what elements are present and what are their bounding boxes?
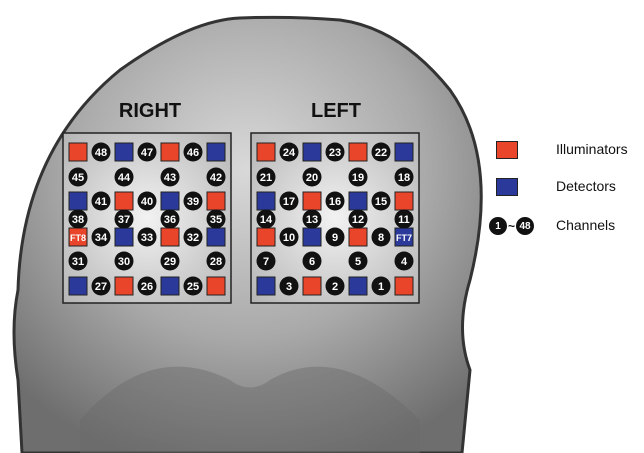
channel-number: 32 [187, 232, 199, 244]
detector-square [303, 228, 321, 246]
detector-square [349, 192, 367, 210]
illuminator-square [349, 143, 367, 161]
legend-illuminators-label: Illuminators [556, 141, 628, 157]
channel-number: 31 [72, 256, 84, 268]
illuminator-square [69, 143, 87, 161]
channel-number: 2 [332, 281, 338, 293]
channel-number: 4 [401, 256, 408, 268]
illuminator-square [395, 277, 413, 295]
channel-range-tilde: ~ [508, 219, 515, 233]
detector-swatch [496, 178, 518, 196]
channel-number: 6 [309, 256, 315, 268]
channel-first-icon: 1 [489, 217, 507, 235]
illuminator-square [161, 143, 179, 161]
channel-number: 36 [164, 214, 176, 226]
channel-number: 37 [118, 214, 130, 226]
detector-square [115, 143, 133, 161]
detector-square [115, 228, 133, 246]
channel-number: 24 [283, 147, 296, 159]
electrode-landmark-label: FT7 [396, 233, 412, 243]
channel-number: 25 [187, 281, 199, 293]
detector-square [207, 143, 225, 161]
channel-number: 15 [375, 196, 387, 208]
channel-number: 34 [95, 232, 108, 244]
channel-number: 47 [141, 147, 153, 159]
channel-number: 19 [352, 172, 364, 184]
illuminator-square [115, 277, 133, 295]
channel-number: 9 [332, 232, 338, 244]
channel-number: 10 [283, 232, 295, 244]
channel-number: 21 [260, 172, 272, 184]
channel-number: 23 [329, 147, 341, 159]
channel-number: 12 [352, 214, 364, 226]
legend-channels-label: Channels [556, 217, 615, 233]
channel-number: 45 [72, 172, 84, 184]
detector-square [207, 228, 225, 246]
channel-number: 18 [398, 172, 410, 184]
probe-panel-right: FT8 48 47 46 45 44 43 42 41 40 39 38 37 36 35 34 33 32 31 3… [63, 133, 231, 303]
channel-number: 14 [260, 214, 273, 226]
channel-number: 41 [95, 196, 107, 208]
legend-detectors [496, 175, 518, 199]
illuminator-square [257, 228, 275, 246]
channel-number: 5 [355, 256, 361, 268]
detector-square [303, 143, 321, 161]
channel-number: 16 [329, 196, 341, 208]
detector-square [69, 192, 87, 210]
channel-number: 43 [164, 172, 176, 184]
illuminator-square [303, 277, 321, 295]
label-right: RIGHT [119, 100, 181, 122]
detector-square [257, 277, 275, 295]
detector-square [161, 192, 179, 210]
channel-number: 26 [141, 281, 153, 293]
detector-square [257, 192, 275, 210]
channel-number: 48 [95, 147, 107, 159]
channel-number: 27 [95, 281, 107, 293]
illuminator-square [115, 192, 133, 210]
detector-square [349, 277, 367, 295]
channel-number: 7 [263, 256, 269, 268]
channel-number: 33 [141, 232, 153, 244]
electrode-landmark-label: FT8 [70, 233, 86, 243]
channel-number: 40 [141, 196, 153, 208]
channel-number: 17 [283, 196, 295, 208]
legend-illuminators [496, 138, 518, 162]
legend-detectors-label: Detectors [556, 178, 616, 194]
illuminator-square [395, 192, 413, 210]
illuminator-square [207, 192, 225, 210]
channel-number: 3 [286, 281, 292, 293]
channel-number: 46 [187, 147, 199, 159]
illuminator-square [349, 228, 367, 246]
detector-square [395, 143, 413, 161]
illuminator-square [303, 192, 321, 210]
detector-square [69, 277, 87, 295]
channel-number: 8 [378, 232, 384, 244]
channel-number: 39 [187, 196, 199, 208]
channel-number: 35 [210, 214, 222, 226]
illuminator-square [257, 143, 275, 161]
illuminator-swatch [496, 141, 518, 159]
illuminator-square [207, 277, 225, 295]
channel-number: 1 [378, 281, 384, 293]
illuminator-square [161, 228, 179, 246]
label-left: LEFT [311, 100, 361, 122]
channel-number: 13 [306, 214, 318, 226]
channel-number: 22 [375, 147, 387, 159]
channel-number: 20 [306, 172, 318, 184]
legend-channels: 1 ~ 48 [489, 214, 534, 238]
channel-number: 11 [398, 214, 410, 226]
channel-number: 44 [118, 172, 131, 184]
detector-square [161, 277, 179, 295]
channel-number: 42 [210, 172, 222, 184]
channel-number: 28 [210, 256, 222, 268]
channel-number: 38 [72, 214, 84, 226]
channel-last-icon: 48 [516, 217, 534, 235]
channel-number: 30 [118, 256, 130, 268]
channel-number: 29 [164, 256, 176, 268]
